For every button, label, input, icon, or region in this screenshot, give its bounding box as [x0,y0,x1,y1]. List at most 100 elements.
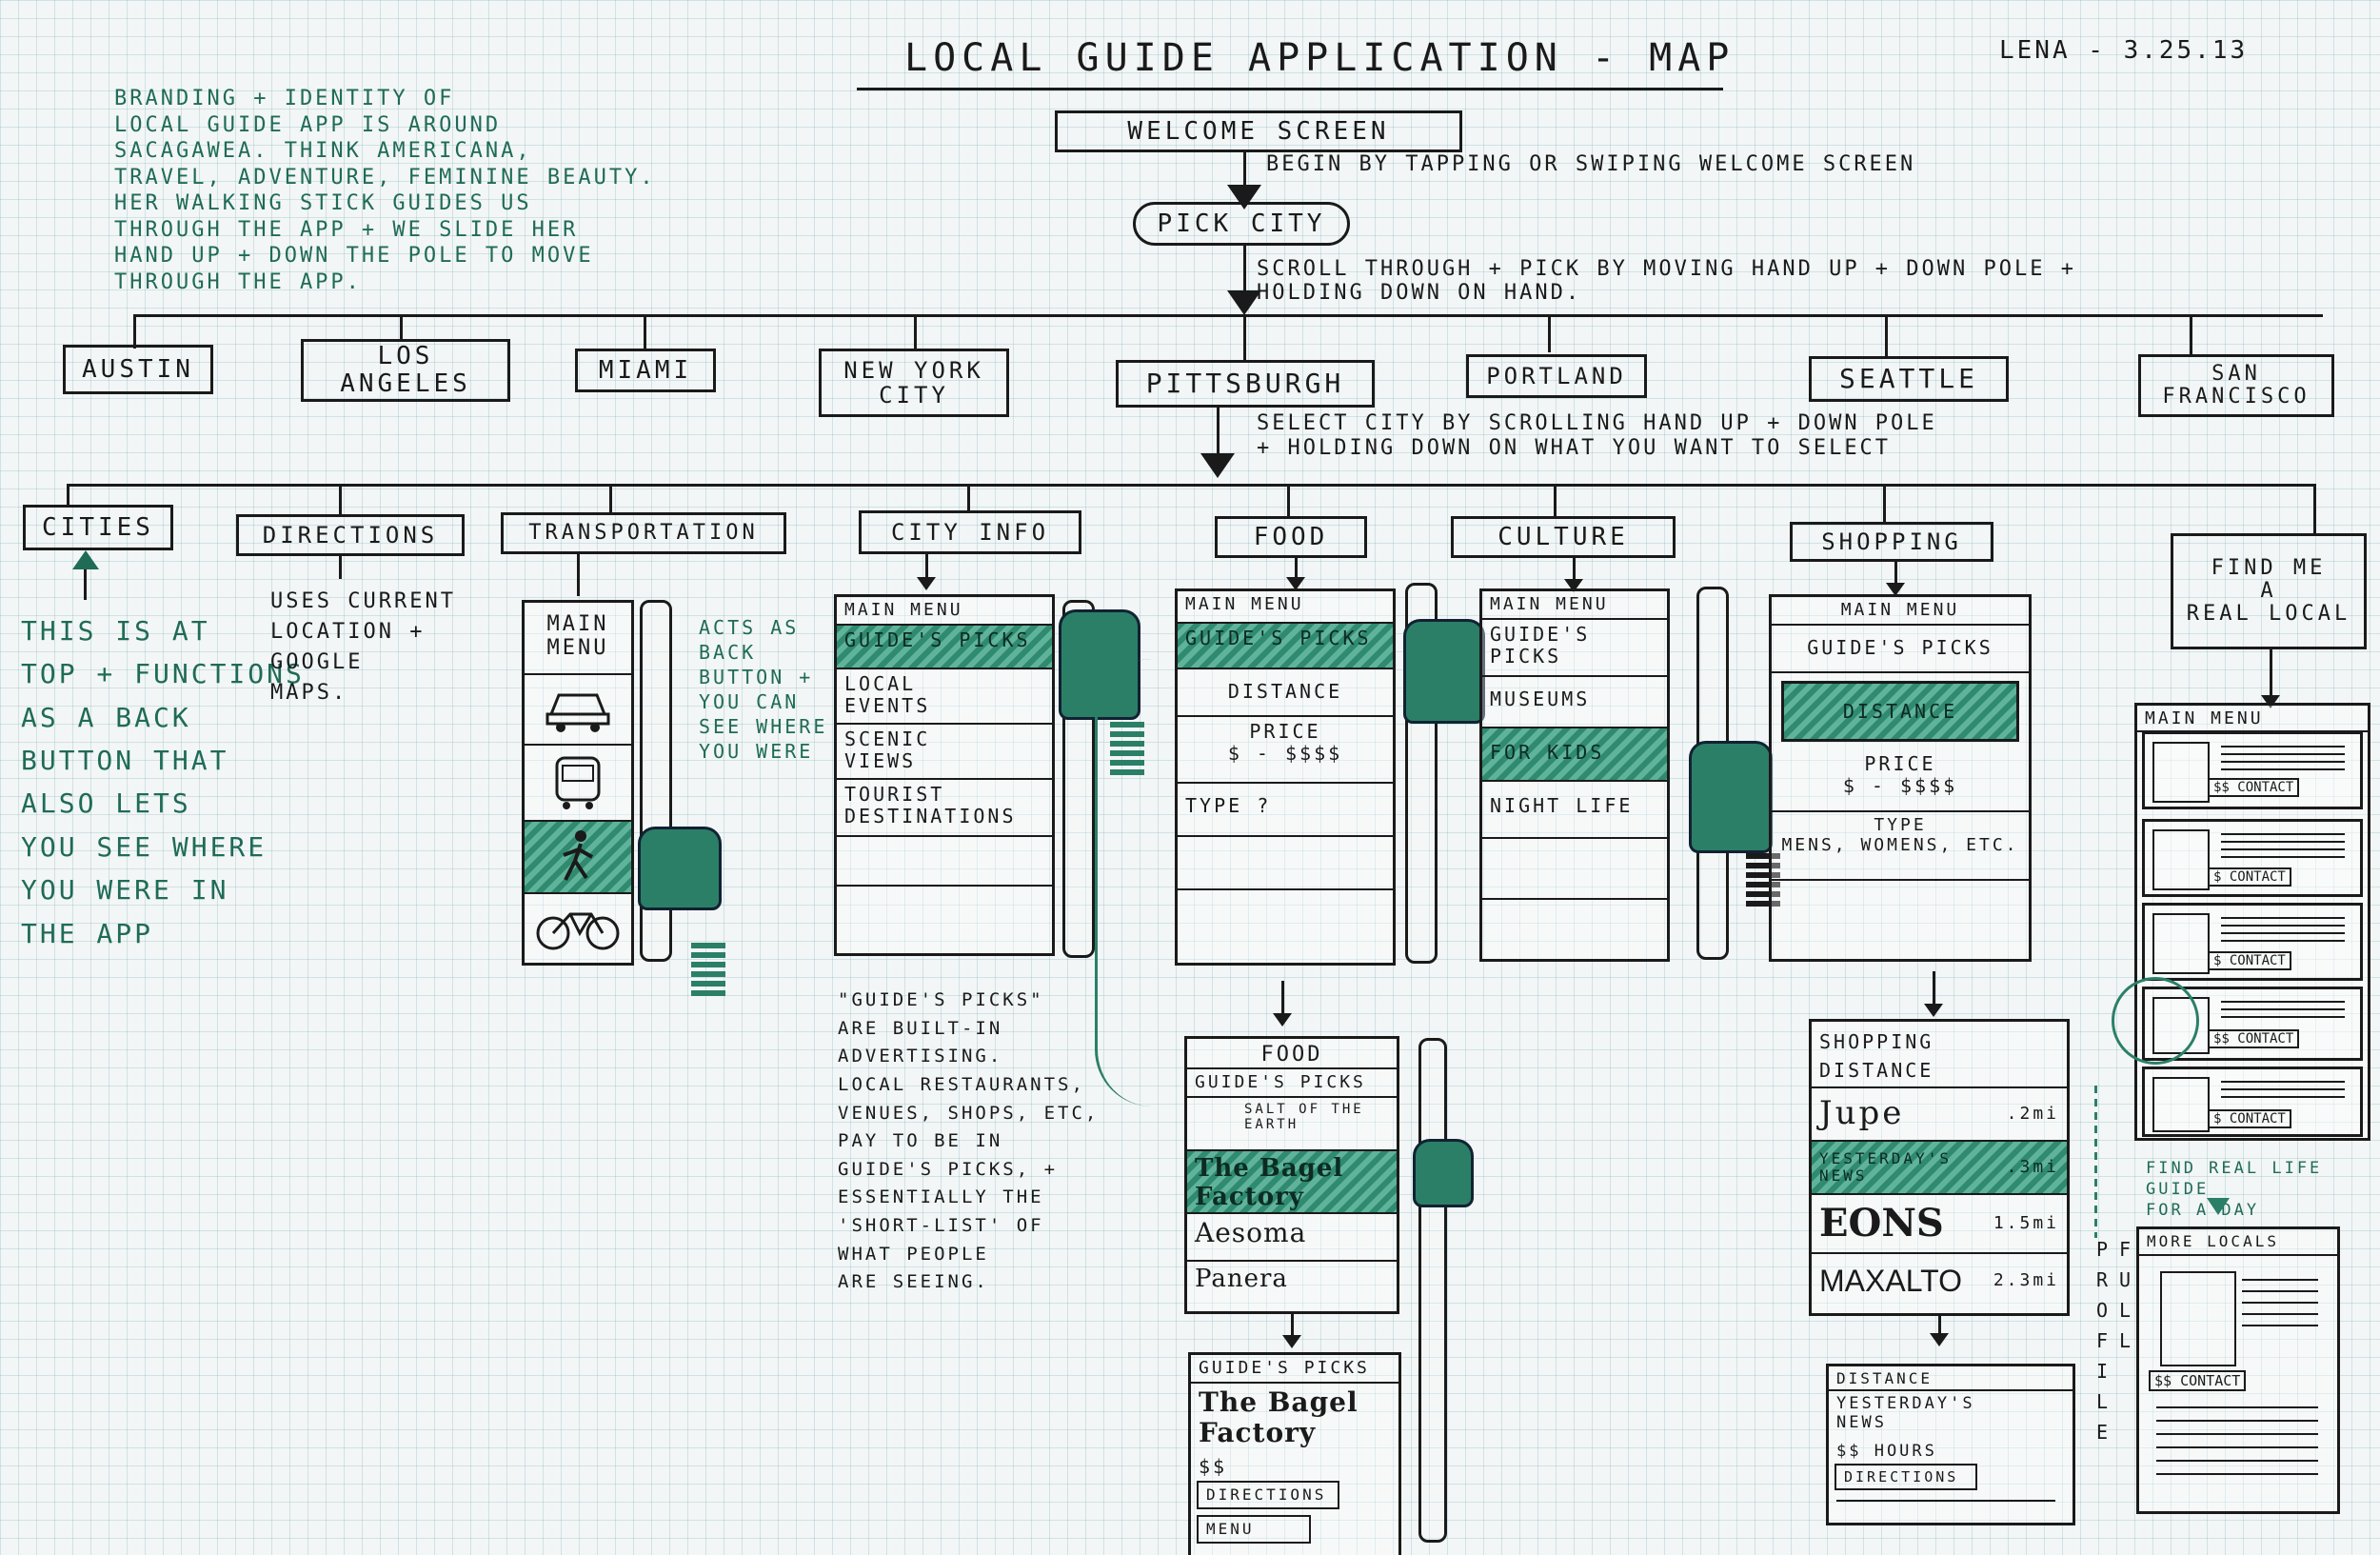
shopping-row[interactable]: DISTANCE [1781,681,2019,742]
food-list-row[interactable]: The Bagel Factory [1187,1151,1397,1214]
local-card[interactable]: $ CONTACT [2142,903,2363,981]
cityinfo-row[interactable] [837,887,1052,934]
shopping-list-item[interactable]: YESTERDAY'S NEWS .3mi [1812,1142,2067,1195]
text-lines [2156,1406,2318,1483]
hand-slider-icon[interactable] [1689,741,1773,853]
menu-find-local[interactable]: FIND ME A REAL LOCAL [2171,533,2367,649]
bicycle-icon[interactable] [525,894,631,963]
shop-dist: .3mi [2006,1156,2059,1177]
menu-shopping[interactable]: SHOPPING [1790,522,1993,562]
shop-name: EONS [1819,1201,1944,1246]
shopping-row[interactable]: TYPE MENS, WOMENS, ETC. [1772,812,2029,881]
shopping-list-item[interactable]: Jupe .2mi [1812,1088,2067,1142]
shopping-detail-name: YESTERDAY'S NEWS [1836,1394,1975,1432]
city-san-francisco[interactable]: SAN FRANCISCO [2138,354,2334,417]
culture-row[interactable]: NIGHT LIFE [1482,782,1667,839]
food-detail-screen: GUIDE'S PICKS The Bagel Factory $$ DIREC… [1188,1352,1401,1555]
contact-button[interactable]: $ CONTACT [2208,867,2291,887]
cityinfo-screen: MAIN MENU GUIDE'S PICKS LOCAL EVENTS SCE… [834,594,1055,956]
food-row[interactable]: DISTANCE [1178,669,1393,717]
selection-circle [2112,977,2199,1065]
culture-row[interactable]: FOR KIDS [1482,728,1667,782]
food-row[interactable] [1178,837,1393,890]
menu-directions[interactable]: DIRECTIONS [236,514,465,556]
shopping-row[interactable]: PRICE $ - $$$$ [1772,749,2029,812]
directions-button[interactable]: DIRECTIONS [1835,1464,1977,1490]
city-tick [1885,314,1888,356]
cityinfo-row[interactable]: MAIN MENU [837,597,1052,626]
menu-tick [609,484,612,514]
city-tick [1243,314,1246,360]
walking-icon[interactable] [525,822,631,894]
text-lines [2221,917,2345,942]
food-list-row[interactable]: SALT OF THE EARTH [1187,1098,1397,1151]
hand-slider-icon[interactable] [1413,1139,1474,1207]
culture-row[interactable]: GUIDE'S PICKS [1482,620,1667,677]
bus-icon[interactable] [525,746,631,822]
cityinfo-row[interactable]: LOCAL EVENTS [837,669,1052,725]
local-main-menu[interactable]: MAIN MENU [2137,706,2368,732]
culture-screen: MAIN MENU GUIDE'S PICKS MUSEUMS FOR KIDS… [1479,588,1670,962]
culture-row[interactable]: MUSEUMS [1482,677,1667,728]
down-arrow-icon [1110,722,1144,777]
food-row[interactable]: MAIN MENU [1178,591,1393,624]
contact-button[interactable]: $$ CONTACT [2208,778,2300,797]
contact-button[interactable]: $ CONTACT [2208,951,2291,970]
food-list-row[interactable]: GUIDE'S PICKS [1187,1069,1397,1098]
contact-button[interactable]: $ CONTACT [2208,1109,2291,1128]
cityinfo-row[interactable]: GUIDE'S PICKS [837,626,1052,669]
city-pittsburgh[interactable]: PITTSBURGH [1116,360,1375,408]
cityinfo-row[interactable]: SCENIC VIEWS [837,725,1052,780]
local-card[interactable]: $ CONTACT [2142,1067,2363,1137]
city-portland[interactable]: PORTLAND [1466,354,1647,398]
menu-tick [1287,484,1290,516]
contact-button[interactable]: $$ CONTACT [2149,1370,2247,1391]
menu-transportation[interactable]: TRANSPORTATION [501,512,786,554]
shopping-screen: MAIN MENU GUIDE'S PICKS DISTANCE PRICE $… [1769,594,2032,962]
local-card[interactable]: $ CONTACT [2142,819,2363,897]
shopping-list-item[interactable]: MAXALTO 2.3mi [1812,1254,2067,1307]
city-seattle[interactable]: SEATTLE [1809,356,2009,402]
food-row[interactable] [1178,890,1393,957]
food-list-row[interactable]: Panera [1195,1265,1288,1293]
city-los-angeles[interactable]: LOS ANGELES [301,339,510,402]
menu-food[interactable]: FOOD [1215,516,1367,558]
menu-cities[interactable]: CITIES [23,505,173,550]
shopping-row[interactable]: GUIDE'S PICKS [1772,626,2029,673]
hand-slider-icon[interactable] [638,827,722,910]
menu-culture[interactable]: CULTURE [1451,516,1676,558]
transport-main-menu[interactable]: MAIN MENU [525,603,631,675]
city-new-york[interactable]: NEW YORK CITY [819,349,1009,417]
food-row[interactable]: PRICE $ - $$$$ [1178,717,1393,784]
local-card[interactable]: $$ CONTACT [2142,731,2363,809]
cityinfo-row[interactable] [837,837,1052,887]
avatar [2152,913,2210,974]
food-row[interactable]: TYPE ? [1178,784,1393,837]
food-list-arrow [1273,1013,1292,1027]
car-icon[interactable] [525,675,631,746]
directions-line [339,556,342,579]
shopping-row[interactable]: MAIN MENU [1772,597,2029,626]
food-arrow [1286,577,1305,590]
shop-dist: 2.3mi [1993,1269,2059,1290]
food-row[interactable]: GUIDE'S PICKS [1178,624,1393,669]
shopping-list-title: SHOPPING [1819,1030,1934,1053]
hand-slider-icon[interactable] [1403,619,1485,724]
directions-button[interactable]: DIRECTIONS [1197,1481,1339,1509]
cityinfo-row[interactable]: TOURIST DESTINATIONS [837,780,1052,837]
food-list-pole[interactable] [1418,1038,1447,1543]
city-austin[interactable]: AUSTIN [63,345,213,394]
shopping-list-item[interactable]: EONS 1.5mi [1812,1195,2067,1254]
culture-row[interactable] [1482,900,1667,957]
avatar [2152,1077,2210,1132]
food-list-row[interactable]: Aesoma [1187,1214,1397,1262]
branding-note: BRANDING + IDENTITY OF LOCAL GUIDE APP I… [114,87,656,294]
menu-city-info[interactable]: CITY INFO [859,510,1081,554]
culture-row[interactable] [1482,839,1667,900]
shopping-row[interactable] [1772,881,2029,947]
menu-button[interactable]: MENU [1197,1515,1311,1544]
city-miami[interactable]: MIAMI [575,349,716,392]
contact-button[interactable]: $$ CONTACT [2208,1029,2300,1048]
shopping-list-line [1933,971,1935,1006]
culture-row[interactable]: MAIN MENU [1482,591,1667,620]
